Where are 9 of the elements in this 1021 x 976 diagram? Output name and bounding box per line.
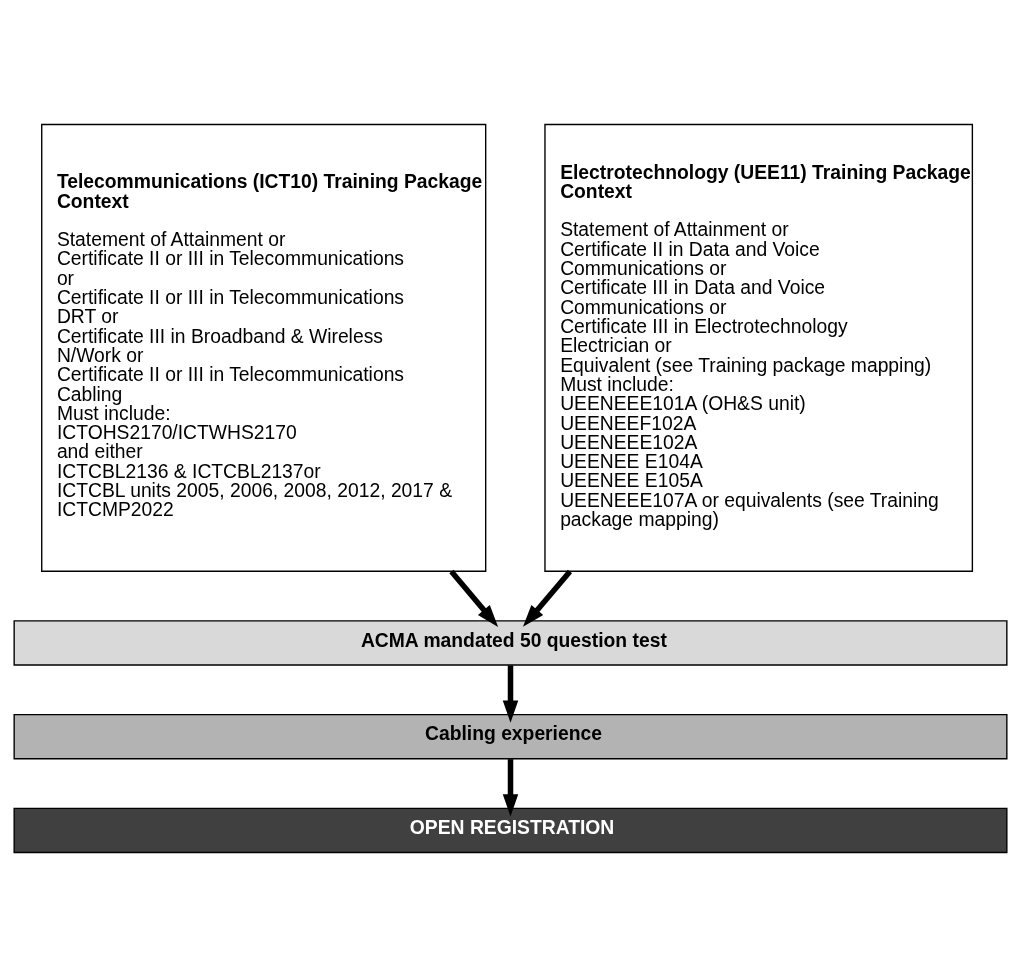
arrow xyxy=(502,664,519,723)
node-box: OPEN REGISTRATION xyxy=(13,807,1008,853)
node-box: Electrotechnology (UEE11) Training Package Context Statement of Attainment or Certificate II in Data and Voice Communications or Certificate III in Data and Voice Communications or Certificate III in Electrotechnology Electrician or Equivalent (see Training package mapping) Must include: UEENEEE101A (OH&S unit) UEENEEF102A UEENEEE102A UEENEE E104A UEENEE E105A UEENEEE107A or equivalents (see Training package mapping) xyxy=(544,123,974,572)
node-box: ACMA mandated 50 question test xyxy=(13,619,1008,666)
arrow xyxy=(502,758,519,816)
node-box: Cabling experience xyxy=(13,713,1008,759)
node-box: Telecommunications (ICT10) Training Package Context Statement of Attainment or Certificate II or III in Telecommunications or Certificate II or III in Telecommunications DRT or Certificate III in Broadband & Wireless N/Work or Certificate II or III in Telecommunications Cabling Must include: ICTOHS2170/ICTWHS2170 and either ICTCBL2136 & ICTCBL2137or ICTCBL units 2005, 2006, 2008, 2012, 2017 & ICTCMP2022 xyxy=(41,123,487,572)
arrow xyxy=(449,569,499,627)
arrow xyxy=(522,569,573,627)
